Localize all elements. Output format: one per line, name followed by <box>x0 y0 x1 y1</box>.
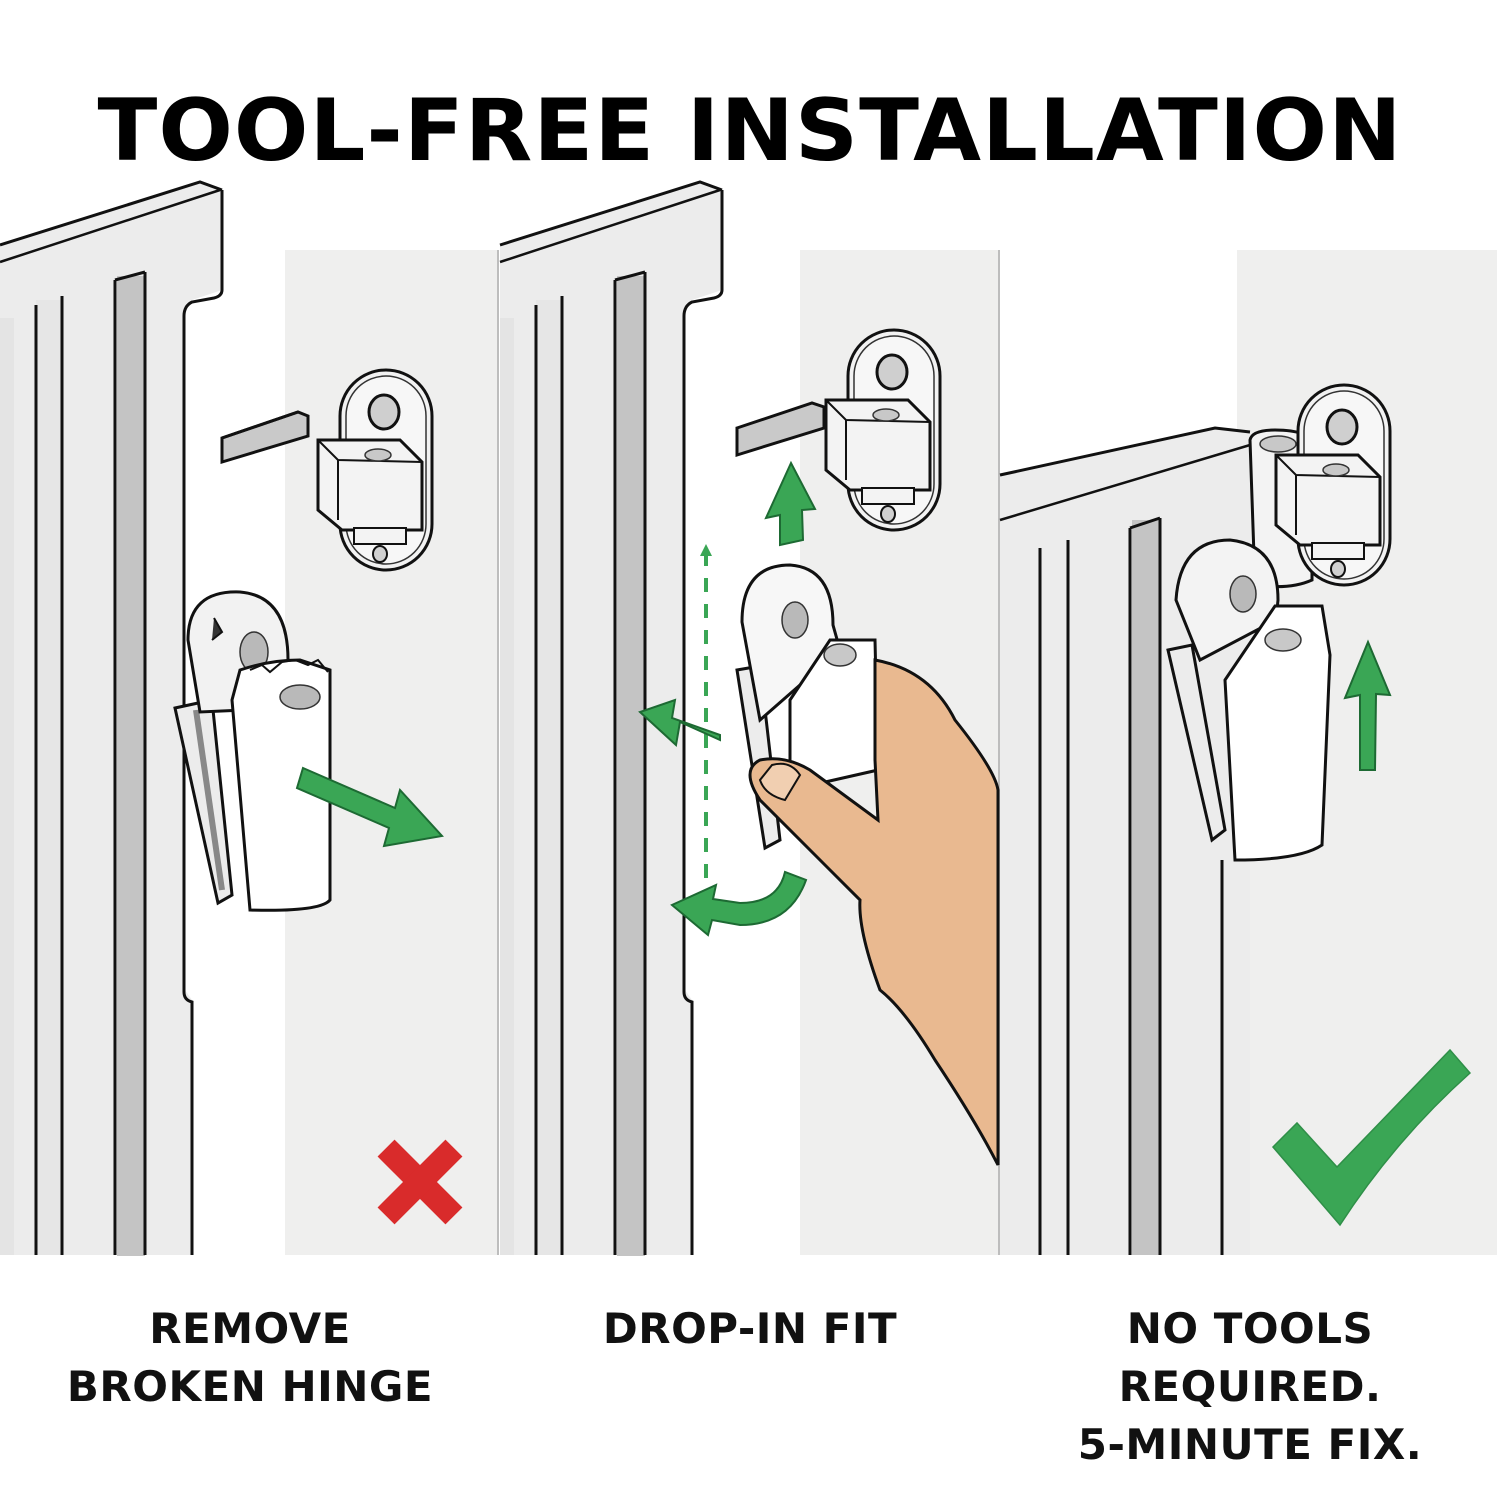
caption-line: REMOVE <box>149 1304 351 1353</box>
caption-line: BROKEN HINGE <box>66 1362 434 1411</box>
red-x-icon <box>377 1139 463 1225</box>
caption-line: REQUIRED. <box>1118 1362 1382 1411</box>
caption-line: NO TOOLS <box>1126 1304 1374 1353</box>
arrow-up-icon <box>764 460 817 547</box>
arrow-up-icon <box>1343 639 1392 771</box>
installed-hinge-icon <box>1166 538 1332 862</box>
step-3-caption: NO TOOLS REQUIRED. 5-MINUTE FIX. <box>1000 1300 1500 1474</box>
hand-icon <box>748 658 1000 1166</box>
step-2-caption: DROP-IN FIT <box>500 1300 1000 1358</box>
broken-hinge-icon <box>173 590 332 912</box>
step-2-panel <box>498 180 1000 1258</box>
curved-arrow-left-icon <box>670 870 808 937</box>
step-1-panel <box>0 180 499 1258</box>
arrow-right-down-icon <box>295 766 444 848</box>
green-check-icon <box>1271 1048 1472 1227</box>
arrow-up-left-icon <box>638 698 721 747</box>
page-title: TOOL-FREE INSTALLATION <box>97 81 1403 181</box>
caption-line: DROP-IN FIT <box>602 1304 898 1353</box>
step-1-caption: REMOVE BROKEN HINGE <box>0 1300 500 1416</box>
caption-line: 5-MINUTE FIX. <box>1077 1420 1423 1469</box>
step-3-panel <box>999 250 1497 1255</box>
